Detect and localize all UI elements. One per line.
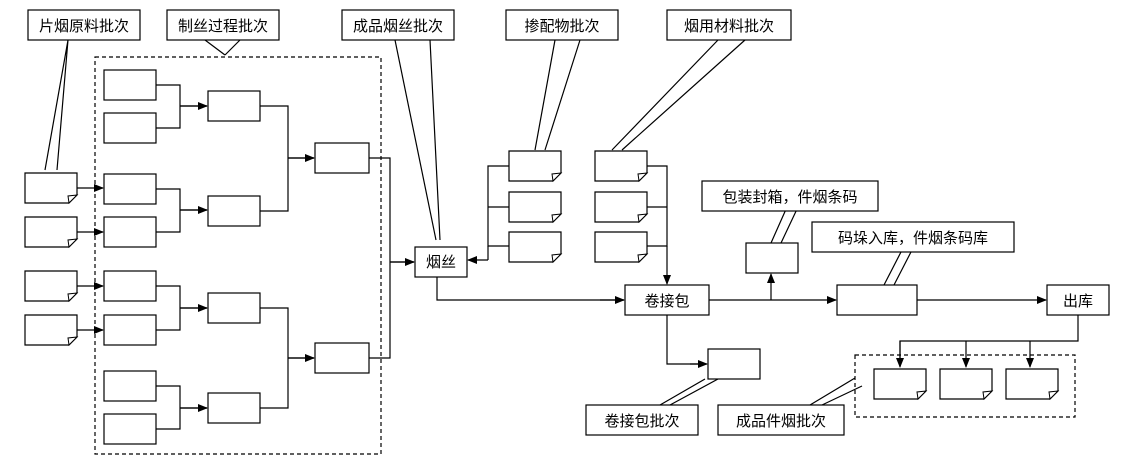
label-process-batch-text: 制丝过程批次 [178, 17, 268, 35]
callout-material [611, 39, 746, 151]
label-stack-storage-text: 码垛入库，件烟条码库 [838, 229, 988, 247]
finished-case-docs [873, 368, 1060, 401]
label-stack-storage: 码垛入库，件烟条码库 [811, 221, 1015, 253]
callout-finished-cut [394, 39, 441, 241]
cut-tobacco-node: 烟丝 [414, 246, 468, 278]
label-blend-batch-text: 掺配物批次 [524, 17, 599, 35]
label-finished-cut-batch: 成品烟丝批次 [341, 9, 455, 41]
label-finished-case-batch-text: 成品件烟批次 [736, 412, 826, 430]
label-roll-pack-batch-text: 卷接包批次 [604, 412, 679, 430]
roll-pack-text: 卷接包 [644, 292, 689, 310]
label-blend-batch: 掺配物批次 [505, 9, 619, 41]
stack-storage-box [836, 284, 918, 316]
label-material-batch-text: 烟用材料批次 [684, 17, 774, 35]
pack-seal-box [745, 242, 799, 274]
blend-docs [508, 150, 563, 264]
process-col3 [314, 142, 370, 374]
process-region [94, 56, 382, 455]
finished-case-region [854, 354, 1076, 418]
raw-leaf-docs [24, 172, 79, 347]
label-raw-leaf-batch: 片烟原料批次 [27, 9, 141, 41]
label-roll-pack-batch: 卷接包批次 [585, 404, 699, 436]
label-raw-leaf-batch-text: 片烟原料批次 [39, 17, 129, 35]
label-pack-seal-text: 包装封箱，件烟条码 [722, 188, 857, 206]
out-storage-node: 出库 [1046, 284, 1110, 316]
label-process-batch: 制丝过程批次 [166, 9, 280, 41]
callout-blend [534, 39, 581, 151]
label-pack-seal: 包装封箱，件烟条码 [701, 180, 879, 212]
roll-pack-record-box [707, 348, 761, 380]
material-docs [594, 150, 649, 264]
out-storage-text: 出库 [1063, 292, 1093, 310]
label-material-batch: 烟用材料批次 [666, 9, 792, 41]
roll-pack-node: 卷接包 [624, 284, 710, 316]
process-col2 [207, 90, 261, 424]
raw-to-process-arrows [77, 184, 104, 334]
process-col1 [103, 69, 157, 445]
label-finished-case-batch: 成品件烟批次 [717, 404, 845, 436]
cut-tobacco-text: 烟丝 [426, 253, 456, 271]
callout-process [204, 39, 241, 56]
callout-raw-leaf [44, 39, 69, 171]
label-finished-cut-batch-text: 成品烟丝批次 [353, 17, 443, 35]
